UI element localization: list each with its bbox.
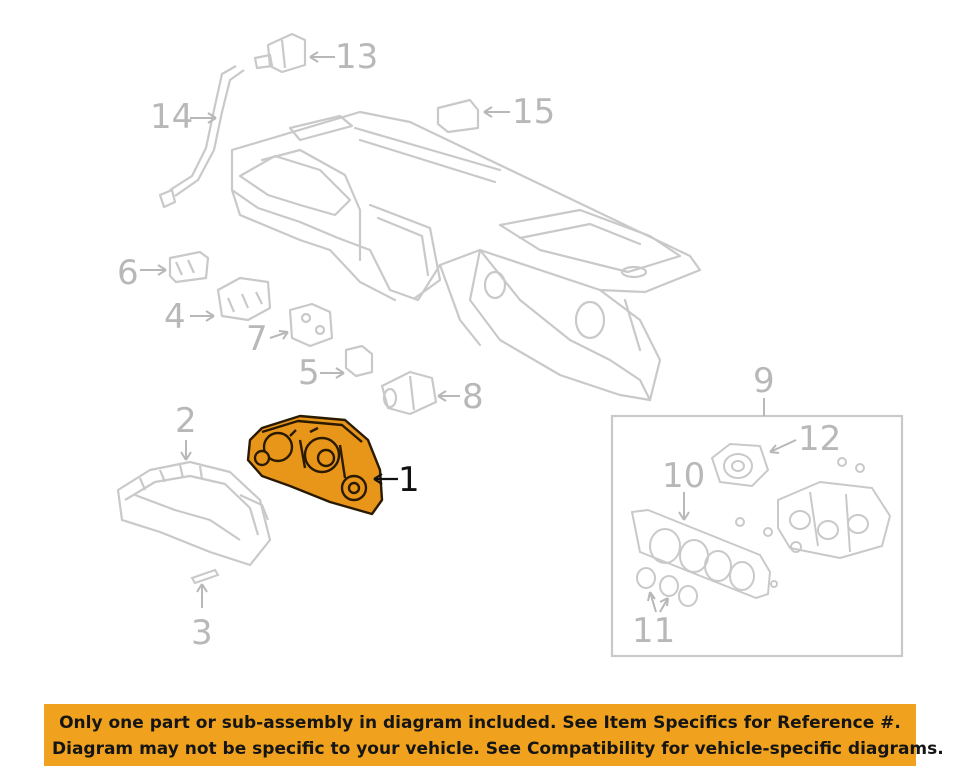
- disclaimer-line-2: Diagram may not be specific to your vehi…: [52, 739, 944, 759]
- parts-diagram: [116, 32, 904, 658]
- part-9-detail-box: [610, 414, 904, 658]
- part-11-knobs: [636, 567, 698, 607]
- part-10-control-panel: [631, 509, 771, 599]
- callout-13: 13: [335, 37, 379, 77]
- callout-11: 11: [632, 611, 676, 651]
- part-3-bulb: [190, 568, 220, 585]
- callout-5: 5: [298, 353, 320, 393]
- leader-lines: [140, 51, 797, 613]
- part-7-switch: [288, 302, 334, 348]
- disclaimer-line-1: Only one part or sub-assembly in diagram…: [59, 713, 901, 733]
- part-8-ignition: [380, 370, 438, 416]
- part-5-switch: [344, 344, 374, 378]
- callout-2: 2: [175, 401, 197, 441]
- callout-9: 9: [753, 361, 775, 401]
- callout-10: 10: [662, 456, 706, 496]
- heater-control-module: [735, 457, 891, 588]
- callout-3: 3: [191, 613, 213, 653]
- callout-8: 8: [462, 377, 484, 417]
- disclaimer-banner: Only one part or sub-assembly in diagram…: [44, 704, 944, 766]
- part-2-cluster-housing: [116, 460, 272, 567]
- callout-15: 15: [512, 92, 556, 132]
- callout-4: 4: [164, 297, 186, 337]
- part-13-connector: [253, 32, 307, 74]
- part-4-switch: [216, 276, 272, 322]
- part-1-instrument-cluster: [246, 414, 384, 516]
- callout-7: 7: [246, 319, 268, 359]
- callout-12: 12: [798, 419, 842, 459]
- part-15-sensor: [436, 98, 480, 134]
- part-14-hose: [158, 65, 245, 209]
- part-6-switch: [168, 250, 210, 284]
- dashboard-illustration: [230, 110, 702, 402]
- callout-14: 14: [150, 97, 194, 137]
- callout-6: 6: [117, 253, 139, 293]
- callout-1: 1: [398, 460, 420, 500]
- part-12-blower: [711, 443, 769, 487]
